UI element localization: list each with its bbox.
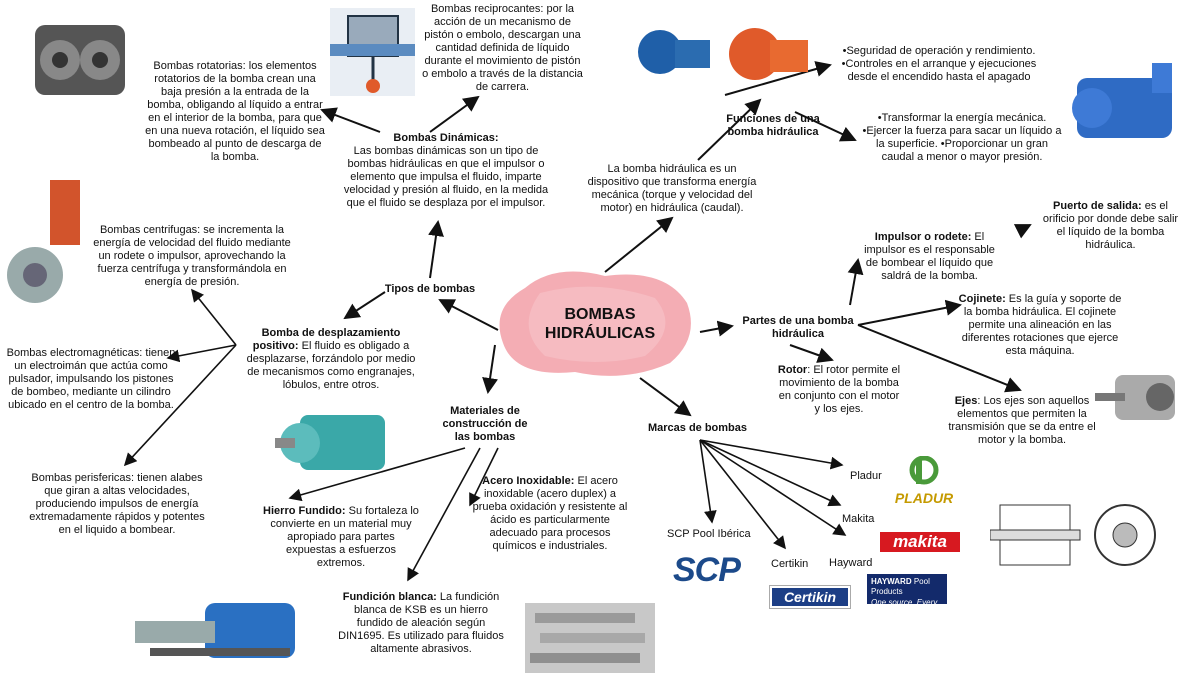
cojinete-title: Cojinete:	[958, 293, 1006, 305]
hayward-logo: HAYWARD Pool Products One source. Every …	[867, 574, 947, 617]
fundicion-desc: La fundición blanca de KSB es un hierro …	[338, 591, 504, 655]
center-title-line2: HIDRÁULICAS	[544, 325, 656, 342]
materiales-label: Materiales de construcción de las bombas	[442, 405, 528, 443]
impulsor-text: Impulsor o rodete: El impulsor es el res…	[862, 231, 997, 283]
hierro-text: Hierro Fundido: Su fortaleza lo conviert…	[262, 505, 420, 570]
rotor-text: Rotor: El rotor permite el movimiento de…	[776, 364, 902, 416]
funciones-item-1: •Seguridad de operación y rendimiento. •…	[841, 45, 1037, 83]
definition-text: La bomba hidráulica es un dispositivo qu…	[587, 163, 757, 214]
desplazamiento-desc: El fluido es obligado a desplazarse, for…	[246, 340, 416, 391]
center-blob	[499, 271, 691, 376]
hayward-logo-text: HAYWARD	[871, 577, 912, 586]
brand-makita: Makita	[842, 513, 875, 525]
reciprocating-pump-diagram	[330, 8, 415, 96]
rotor-desc: : El rotor permite el movimiento de la b…	[778, 364, 901, 415]
rotatorias-text: Bombas rotatorias: los elementos rotator…	[145, 60, 325, 163]
impulsor-desc: El impulsor es el responsable de bombear…	[864, 231, 995, 282]
hayward-logo-sub: Pool Products	[871, 577, 930, 596]
ejes-desc: : Los ejes son aquellos elementos que pe…	[948, 395, 1096, 446]
blue-hydraulic-pump-image	[1072, 63, 1172, 138]
gear-pump-image	[275, 415, 385, 470]
ejes-text: Ejes: Los ejes son aquellos elementos qu…	[942, 395, 1102, 447]
hayward-logo-tag: One source. Every pool.	[871, 598, 938, 617]
acero-title: Acero Inoxidable:	[482, 475, 575, 487]
centrifugal-pumps-image	[638, 28, 808, 80]
centrifugas-text: Bombas centrifugas: se incrementa la ene…	[93, 224, 291, 288]
pladur-logo-text: PLADUR	[894, 490, 954, 506]
hierro-title: Hierro Fundido:	[263, 505, 346, 517]
steel-profiles-image	[525, 603, 655, 673]
blue-motor-pump-image	[135, 603, 295, 658]
funciones-label: Funciones de una bomba hidráulica	[726, 113, 820, 138]
dinamicas-title: Bombas Dinámicas:	[393, 132, 499, 144]
tipos-label: Tipos de bombas	[384, 283, 476, 295]
rotary-pump-image	[35, 25, 125, 95]
hierro-desc: Su fortaleza lo convierte en un material…	[270, 505, 419, 569]
ejes-title: Ejes	[954, 395, 978, 407]
rotor-title: Rotor	[777, 364, 808, 376]
marcas-label: Marcas de bombas	[647, 422, 748, 434]
pladur-p-icon	[909, 455, 939, 485]
reciprocantes-text: Bombas reciprocantes: por la acción de u…	[422, 3, 583, 93]
acero-text: Acero Inoxidable: El acero inoxidable (a…	[470, 475, 630, 553]
scp-logo-text: SCP	[673, 551, 741, 589]
cojinete-text: Cojinete: Es la guía y soporte de la bom…	[955, 293, 1125, 358]
makita-logo-text: makita	[893, 532, 947, 551]
funciones-item-2: •Transformar la energía mecánica. •Ejerc…	[862, 112, 1062, 163]
makita-logo: makita	[880, 532, 960, 552]
electromagneticas-text: Bombas electromagnéticas: tienen un elec…	[6, 347, 176, 411]
pump-cross-section-diagram	[990, 504, 1156, 566]
cojinete-desc: Es la guía y soporte de la bomba hidrául…	[961, 293, 1122, 357]
centrifugal-pump-images	[7, 180, 80, 303]
pladur-logo: PLADUR	[883, 455, 965, 505]
brand-scp: SCP Pool Ibérica	[667, 528, 751, 540]
puerto-text: Puerto de salida: es el orificio por don…	[1038, 200, 1183, 252]
shaft-pump-image	[1095, 375, 1175, 420]
desplazamiento-text: Bomba de desplazamiento positivo: El flu…	[240, 327, 422, 392]
dinamicas-text: Bombas Dinámicas:Las bombas dinámicas so…	[337, 132, 555, 210]
puerto-title: Puerto de salida:	[1053, 200, 1142, 212]
fundicion-text: Fundición blanca: La fundición blanca de…	[336, 591, 506, 656]
center-title-line1: BOMBAS	[564, 306, 636, 323]
brand-hayward: Hayward	[829, 557, 873, 569]
center-title: BOMBAS HIDRÁULICAS	[520, 305, 680, 343]
partes-label: Partes de una bomba hidráulica	[742, 315, 854, 340]
desplazamiento-title: Bomba de desplazamiento positivo:	[252, 327, 401, 352]
brand-certikin: Certikin	[771, 558, 809, 570]
brand-pladur: Pladur	[850, 470, 882, 482]
dinamicas-desc: Las bombas dinámicas son un tipo de bomb…	[343, 145, 549, 209]
perifericas-text: Bombas perisfericas: tienen alabes que g…	[29, 472, 205, 536]
impulsor-title: Impulsor o rodete:	[874, 231, 972, 243]
scp-logo: SCP	[673, 550, 753, 590]
acero-desc: El acero inoxidable (acero duplex) a pru…	[472, 475, 628, 552]
certikin-logo-text: Certikin	[772, 588, 848, 606]
puerto-desc: es el orificio por donde debe salir el l…	[1042, 200, 1179, 251]
fundicion-title: Fundición blanca:	[342, 591, 437, 603]
certikin-logo: Certikin	[769, 585, 851, 609]
